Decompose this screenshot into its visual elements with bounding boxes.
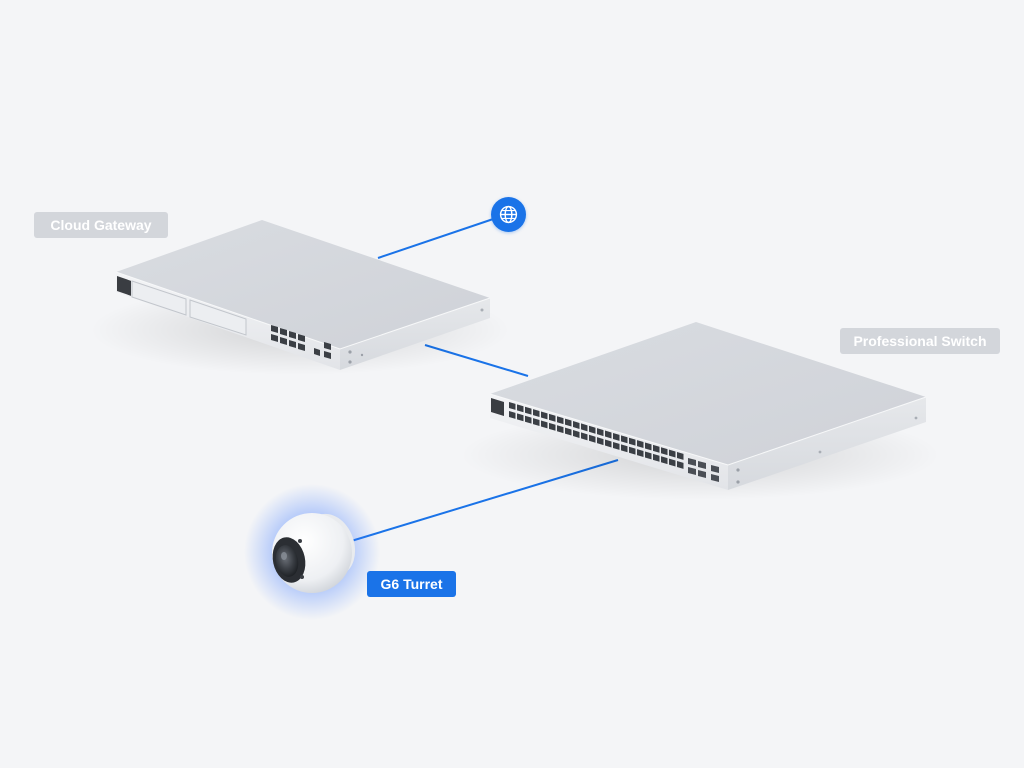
switch-port bbox=[613, 441, 620, 450]
switch-port bbox=[581, 432, 588, 441]
switch-port bbox=[669, 458, 676, 467]
switch-port bbox=[549, 413, 556, 422]
internet-node[interactable] bbox=[491, 197, 526, 232]
switch-port bbox=[541, 420, 548, 429]
switch-port bbox=[661, 456, 668, 465]
switch-port bbox=[621, 435, 628, 444]
professional-switch-device[interactable] bbox=[460, 322, 940, 500]
switch-port bbox=[509, 402, 516, 410]
switch-port bbox=[525, 415, 532, 424]
switch-port bbox=[589, 425, 596, 434]
switch-port bbox=[629, 437, 636, 446]
switch-port bbox=[621, 444, 628, 453]
switch-port bbox=[653, 444, 660, 453]
switch-port bbox=[637, 440, 644, 448]
switch-port bbox=[573, 430, 580, 438]
switch-port bbox=[517, 413, 524, 422]
switch-port bbox=[589, 434, 596, 443]
switch-port bbox=[557, 425, 564, 434]
cloud-gateway-label[interactable]: Cloud Gateway bbox=[34, 212, 168, 238]
switch-port bbox=[637, 449, 644, 457]
switch-port bbox=[565, 427, 572, 436]
switch-port bbox=[677, 460, 684, 469]
professional-switch-label[interactable]: Professional Switch bbox=[840, 328, 1000, 354]
switch-port bbox=[669, 449, 676, 458]
switch-port bbox=[597, 428, 604, 437]
link-internet-gateway bbox=[377, 213, 509, 259]
g6-turret-label[interactable]: G6 Turret bbox=[367, 571, 456, 597]
switch-port bbox=[533, 418, 540, 427]
switch-port bbox=[605, 430, 612, 439]
switch-port bbox=[661, 447, 668, 456]
switch-port bbox=[509, 411, 516, 419]
switch-port bbox=[605, 439, 612, 448]
switch-port bbox=[645, 442, 652, 451]
switch-port bbox=[613, 432, 620, 441]
switch-port bbox=[573, 421, 580, 429]
switch-port bbox=[597, 437, 604, 446]
switch-port bbox=[541, 411, 548, 420]
switch-port bbox=[629, 446, 636, 455]
switch-port bbox=[645, 451, 652, 460]
g6-turret-camera[interactable] bbox=[244, 484, 380, 620]
switch-port bbox=[653, 453, 660, 462]
switch-port bbox=[525, 406, 532, 415]
switch-port bbox=[557, 416, 564, 425]
switch-port bbox=[581, 423, 588, 432]
switch-port bbox=[677, 451, 684, 460]
switch-port bbox=[517, 404, 524, 413]
switch-port bbox=[549, 422, 556, 431]
globe-icon bbox=[499, 205, 518, 224]
cloud-gateway-device[interactable] bbox=[90, 220, 510, 375]
switch-port bbox=[533, 409, 540, 418]
switch-port bbox=[565, 418, 572, 427]
